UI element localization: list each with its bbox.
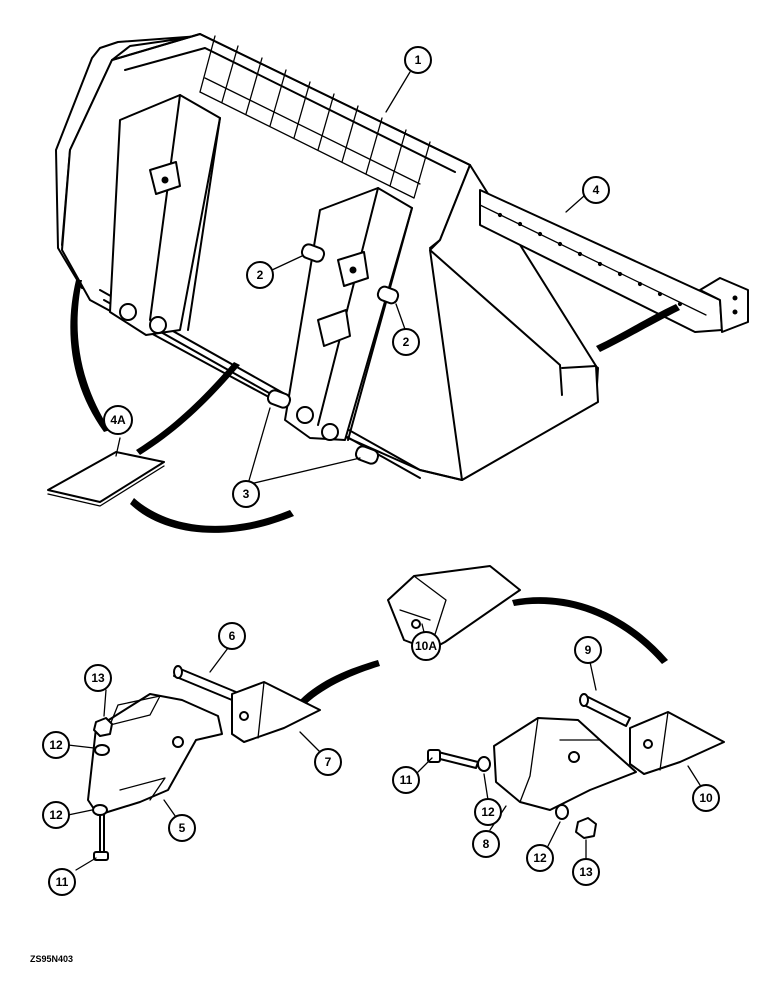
callout-12-left-top: 12 [42,731,70,759]
washer-12-left-bottom [92,804,108,816]
callout-4: 4 [582,176,610,204]
callout-12-left-bottom: 12 [42,801,70,829]
svg-text:10A: 10A [415,639,437,653]
pin-9 [579,693,631,727]
callout-3: 3 [232,480,260,508]
bolt-11-left [93,811,109,861]
figure-code: ZS95N403 [30,954,73,964]
svg-text:9: 9 [585,643,592,657]
callout-11-left: 11 [48,868,76,896]
svg-text:13: 13 [579,865,593,879]
tooth-adapter-8 [493,717,637,811]
assembly-arrows-teeth [300,597,668,704]
svg-text:1: 1 [415,53,422,67]
callout-1: 1 [404,46,432,74]
callout-11-right: 11 [392,766,420,794]
callout-12-right-bottom: 12 [526,844,554,872]
pin-6 [173,665,237,701]
callout-9: 9 [574,636,602,664]
callout-2-right: 2 [392,328,420,356]
svg-text:12: 12 [533,851,547,865]
svg-text:7: 7 [325,755,332,769]
svg-text:12: 12 [49,808,63,822]
callout-5: 5 [168,814,196,842]
svg-text:10: 10 [699,791,713,805]
tooth-adapter-5 [87,693,223,816]
washer-12-left-top [94,744,110,756]
callout-10a: 10A [411,631,441,661]
cutting-edge [479,189,749,333]
loader-bucket [55,33,599,481]
assembly-arrows-bucket [70,280,680,533]
pin-2-right [376,285,400,305]
pin-3-lower [354,445,380,465]
washer-12-right-bottom [555,804,569,820]
bolt-11-right [427,749,479,769]
washer-12-right-left [477,756,491,772]
nut-13-left [93,717,113,737]
svg-text:4: 4 [593,183,600,197]
callout-13-left: 13 [84,664,112,692]
tooth-10a [387,565,521,651]
svg-text:11: 11 [400,773,413,787]
callout-12-right-left: 12 [474,798,502,826]
svg-text:2: 2 [257,268,264,282]
callout-8: 8 [472,830,500,858]
svg-text:12: 12 [49,738,63,752]
wear-plate [47,451,165,507]
callout-6: 6 [218,622,246,650]
svg-text:8: 8 [483,837,490,851]
tooth-7 [231,681,321,743]
callout-7: 7 [314,748,342,776]
callout-10: 10 [692,784,720,812]
leader-lines [67,71,701,871]
bucket-top-ribs [199,35,431,199]
callout-4a: 4A [103,405,133,435]
svg-text:11: 11 [56,875,69,889]
pin-2-upper [300,243,326,263]
svg-text:5: 5 [179,821,186,835]
left-hinge-bracket [109,94,221,336]
svg-text:4A: 4A [110,413,126,427]
svg-text:12: 12 [481,805,495,819]
svg-text:2: 2 [403,335,410,349]
svg-text:3: 3 [243,487,250,501]
svg-text:6: 6 [229,629,236,643]
callout-2-upper: 2 [246,261,274,289]
callout-13-right: 13 [572,858,600,886]
svg-text:13: 13 [91,671,105,685]
tooth-10 [629,711,725,775]
nut-13-right [575,817,597,839]
pin-3-upper [266,389,292,409]
